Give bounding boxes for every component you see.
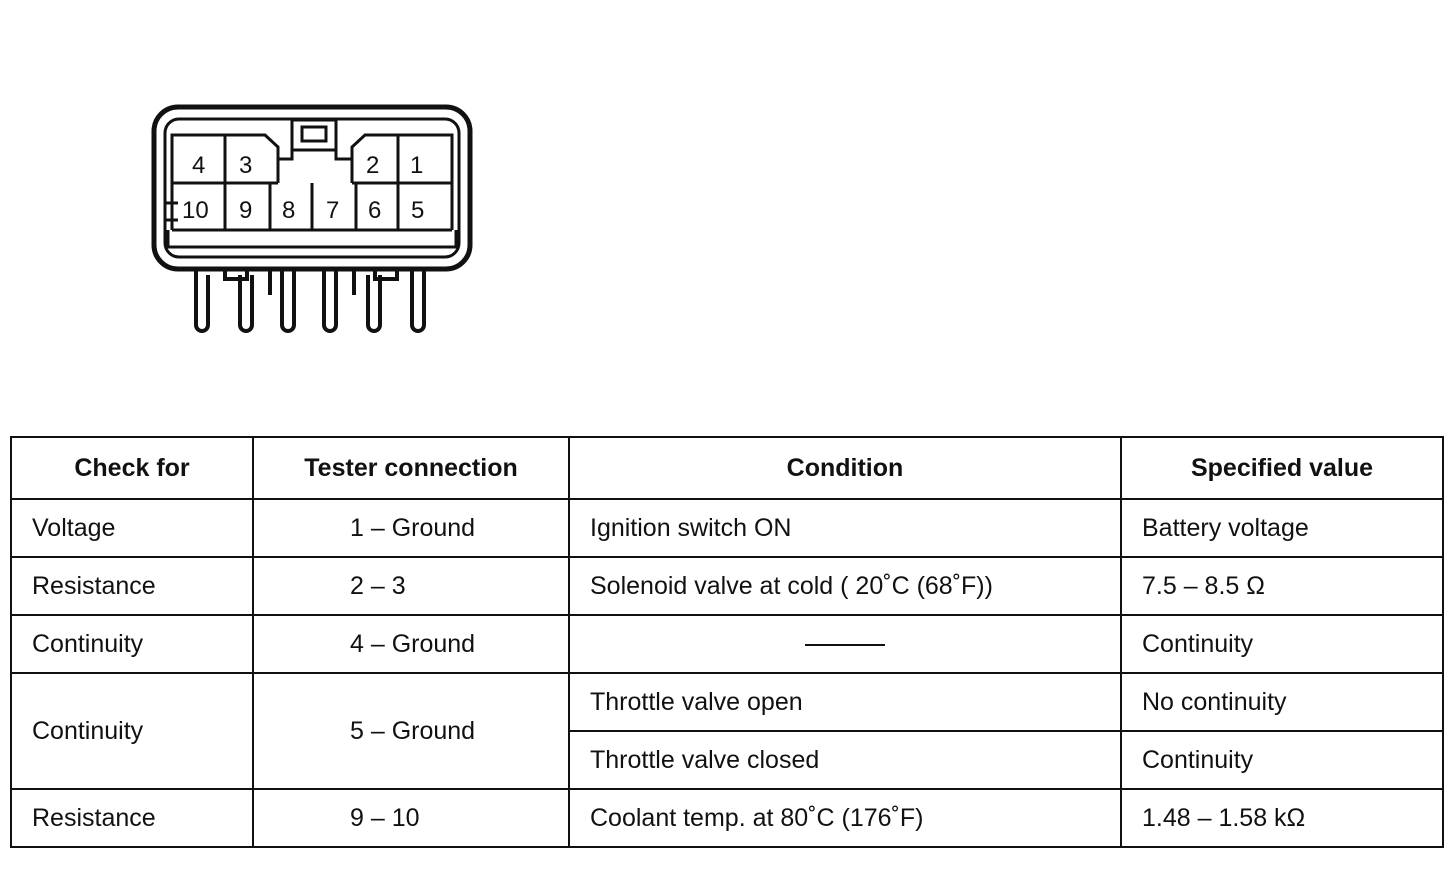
cell-specified-value: Continuity (1120, 730, 1444, 790)
cell-condition: Coolant temp. at 80˚C (176˚F) (568, 788, 1122, 848)
cell-specified-value: 1.48 – 1.58 kΩ (1120, 788, 1444, 848)
table-row: Resistance 2 – 3 Solenoid valve at cold … (10, 556, 1444, 616)
cell-tester-connection: 9 – 10 (252, 788, 570, 848)
cell-condition: Ignition switch ON (568, 498, 1122, 558)
cell-condition-empty (568, 614, 1122, 674)
pin-label-7: 7 (326, 197, 339, 224)
header-condition: Condition (568, 436, 1122, 500)
header-specified-value: Specified value (1120, 436, 1444, 500)
cell-specified-value: No continuity (1120, 672, 1444, 732)
connector-pins (194, 267, 426, 333)
cell-tester-connection: 2 – 3 (252, 556, 570, 616)
cell-check-for: Continuity (10, 672, 254, 790)
pin-label-2: 2 (366, 152, 379, 179)
cell-tester-connection: 5 – Ground (252, 672, 570, 790)
header-check-for: Check for (10, 436, 254, 500)
table-row: Continuity 4 – Ground Continuity (10, 614, 1444, 674)
pin-label-8: 8 (282, 197, 295, 224)
connector-latch-inner (300, 125, 328, 143)
cell-specified-value: 7.5 – 8.5 Ω (1120, 556, 1444, 616)
connector-svg: 4 3 2 1 10 9 8 7 6 5 (151, 104, 473, 333)
cell-check-for: Continuity (10, 614, 254, 674)
pin-label-9: 9 (239, 197, 252, 224)
cell-check-for: Resistance (10, 556, 254, 616)
cell-check-for: Voltage (10, 498, 254, 558)
header-tester-connection: Tester connection (252, 436, 570, 500)
connector-latch (290, 118, 338, 152)
connector-housing-outer (151, 104, 473, 272)
table-row: Voltage 1 – Ground Ignition switch ON Ba… (10, 498, 1444, 558)
cell-condition: Solenoid valve at cold ( 20˚C (68˚F)) (568, 556, 1122, 616)
table-header-row: Check for Tester connection Condition Sp… (10, 436, 1444, 500)
cell-check-for: Resistance (10, 788, 254, 848)
connector-diagram: 4 3 2 1 10 9 8 7 6 5 (140, 95, 485, 340)
cell-specified-value: Battery voltage (1120, 498, 1444, 558)
pin-label-6: 6 (368, 197, 381, 224)
dash-line (805, 643, 885, 646)
cell-condition: Throttle valve open (568, 672, 1122, 732)
pin-label-4: 4 (192, 152, 205, 179)
pin-label-3: 3 (239, 152, 252, 179)
table-row: Resistance 9 – 10 Coolant temp. at 80˚C … (10, 788, 1444, 848)
pin-label-1: 1 (410, 152, 423, 179)
pin-label-10: 10 (182, 197, 209, 224)
table-row: Throttle valve closed Continuity (11, 730, 1444, 790)
cell-tester-connection: 4 – Ground (252, 614, 570, 674)
table-row: Continuity 5 – Ground Throttle valve ope… (10, 672, 1444, 790)
cell-specified-value: Continuity (1120, 614, 1444, 674)
inspection-spec-table: Check for Tester connection Condition Sp… (10, 436, 1444, 848)
cell-condition: Throttle valve closed (568, 730, 1122, 790)
pin-label-5: 5 (411, 197, 424, 224)
cell-tester-connection: 1 – Ground (252, 498, 570, 558)
